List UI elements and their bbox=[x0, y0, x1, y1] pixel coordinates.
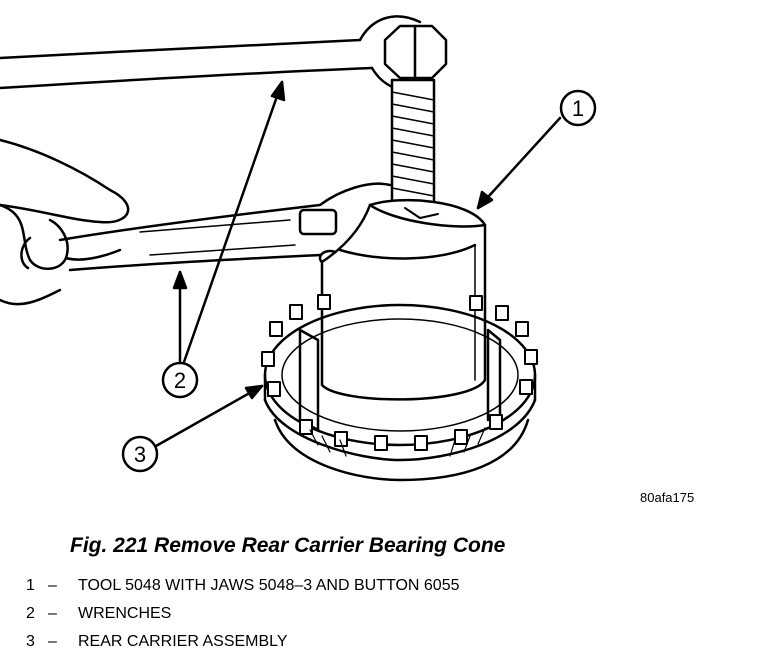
hand bbox=[0, 138, 130, 306]
technical-illustration: 1 2 3 bbox=[0, 15, 597, 482]
legend-item: 1– TOOL 5048 WITH JAWS 5048–3 AND BUTTON … bbox=[26, 572, 459, 600]
rear-carrier-gear-ring bbox=[261, 294, 538, 482]
legend-text: WRENCHES bbox=[78, 605, 172, 622]
callout-2-label: 2 bbox=[174, 368, 186, 393]
upper-wrench bbox=[0, 15, 434, 92]
legend-item: 2– WRENCHES bbox=[26, 600, 459, 628]
callout-2 bbox=[161, 80, 286, 399]
callout-3 bbox=[121, 384, 264, 473]
legend-dash: – bbox=[48, 577, 57, 594]
puller-jaws bbox=[298, 328, 502, 432]
legend: 1–TOOL 5048 WITH JAWS 5048–3 AND BUTTON … bbox=[26, 572, 459, 656]
figure-caption: Fig. 221 Remove Rear Carrier Bearing Con… bbox=[70, 534, 506, 557]
legend-dash: – bbox=[48, 605, 57, 622]
legend-number: 1 bbox=[26, 577, 35, 594]
legend-dash: – bbox=[48, 633, 57, 650]
legend-number: 3 bbox=[26, 633, 35, 650]
legend-text: TOOL 5048 WITH JAWS 5048–3 AND BUTTON 60… bbox=[78, 577, 460, 594]
image-code: 80afa175 bbox=[640, 490, 695, 505]
callout-1-label: 1 bbox=[572, 96, 584, 121]
legend-text: REAR CARRIER ASSEMBLY bbox=[78, 633, 288, 650]
legend-number: 2 bbox=[26, 605, 35, 622]
puller-tool-body bbox=[320, 198, 487, 401]
bolt-head bbox=[383, 24, 448, 80]
callout-3-label: 3 bbox=[134, 442, 146, 467]
legend-item: 3– REAR CARRIER ASSEMBLY bbox=[26, 628, 459, 656]
callout-1 bbox=[476, 89, 597, 210]
